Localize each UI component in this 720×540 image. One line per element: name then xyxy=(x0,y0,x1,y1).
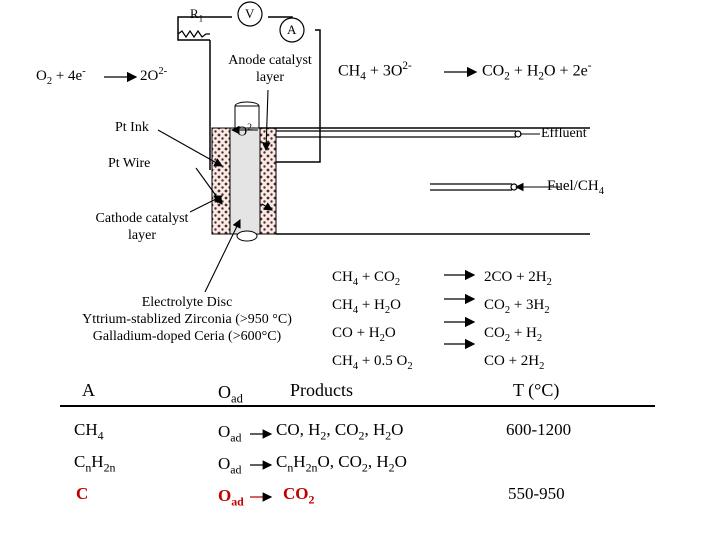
table-row-arrows xyxy=(250,429,273,502)
anode-catalyst-leader xyxy=(261,89,271,152)
anode-reaction-lhs: CH4 + 3O2- xyxy=(338,60,412,83)
ammeter-label: A xyxy=(287,22,297,37)
tube-bottom-cap xyxy=(236,230,258,242)
table-header-temperature: T (°C) xyxy=(513,380,560,400)
resistor-r1 xyxy=(177,29,210,39)
table-row-1-oad: Oad xyxy=(218,422,242,445)
outer-chamber xyxy=(259,127,590,235)
electrolyte-label: Electrolyte Disc Yttrium-stablized Zirco… xyxy=(82,295,292,344)
table-row-1-reactant: CH4 xyxy=(74,420,104,443)
anode-catalyst-layer xyxy=(259,127,277,235)
anode-wire xyxy=(270,29,321,163)
fuel-tube xyxy=(430,183,518,191)
pt-wire-leader-2 xyxy=(261,202,273,211)
voltmeter-circle xyxy=(237,1,263,27)
pt-wire-label: Pt Wire xyxy=(108,156,151,171)
pt-ink-leader xyxy=(157,129,223,167)
product-row: 2CO + 2H2 xyxy=(484,269,552,288)
reforming-products: 2CO + 2H2 CO2 + 3H2 CO2 + H2 CO + 2H2 xyxy=(484,266,552,378)
table-row-1-products: CO, H2, CO2, H2O xyxy=(276,420,404,443)
table-row-2-products: CnH2nO, CO2, H2O xyxy=(276,452,407,475)
effluent-tube xyxy=(276,130,522,138)
table-row-1-temperature: 600-1200 xyxy=(506,420,572,439)
product-row: CO2 + 3H2 xyxy=(484,297,550,316)
table-row-3-products: CO2 xyxy=(283,484,315,507)
table-row-2-oad: Oad xyxy=(218,454,242,477)
product-row: CO2 + H2 xyxy=(484,325,543,344)
circuit-wires xyxy=(177,16,321,170)
electrolyte-leader xyxy=(204,219,241,293)
oxygen-ion-label: O2- xyxy=(237,122,256,140)
cathode-reaction-lhs: O2 + 4e- xyxy=(36,66,86,87)
voltmeter-label: V xyxy=(245,6,255,21)
table-header-oad: Oad xyxy=(218,382,243,406)
pt-wire-leader-1 xyxy=(195,167,223,205)
table-header-a: A xyxy=(82,380,95,400)
table-row-2-reactant: CnH2n xyxy=(74,452,116,475)
reactant-row: CH4 + CO2 xyxy=(332,269,401,288)
reforming-arrows xyxy=(444,269,476,350)
table-row-3-reactant: C xyxy=(76,484,89,503)
table-row-3-oad: Oad xyxy=(218,486,244,509)
ammeter-circle xyxy=(279,17,305,43)
table-header-products: Products xyxy=(290,380,353,400)
cathode-catalyst-layer xyxy=(211,127,231,235)
electrolyte-disc xyxy=(229,127,261,235)
top-wire-left xyxy=(177,16,232,32)
cathode-reaction-rhs: 2O2- xyxy=(140,66,168,84)
reactant-row: CO + H2O xyxy=(332,325,396,344)
r1-link xyxy=(177,32,210,41)
table-row-3-temperature: 550-950 xyxy=(508,484,565,503)
pt-ink-label: Pt Ink xyxy=(115,120,149,135)
effluent-label: Effluent xyxy=(541,126,587,141)
reactant-row: CH4 + H2O xyxy=(332,297,401,316)
anode-reaction-rhs: CO2 + H2O + 2e- xyxy=(482,60,592,83)
fuel-label: Fuel/CH4 xyxy=(547,178,604,197)
reactant-row: CH4 + 0.5 O2 xyxy=(332,353,413,372)
r1-label: R1 xyxy=(190,6,204,24)
reforming-reactants: CH4 + CO2 CH4 + H2O CO + H2O CH4 + 0.5 O… xyxy=(332,266,413,378)
product-row: CO + 2H2 xyxy=(484,353,545,372)
